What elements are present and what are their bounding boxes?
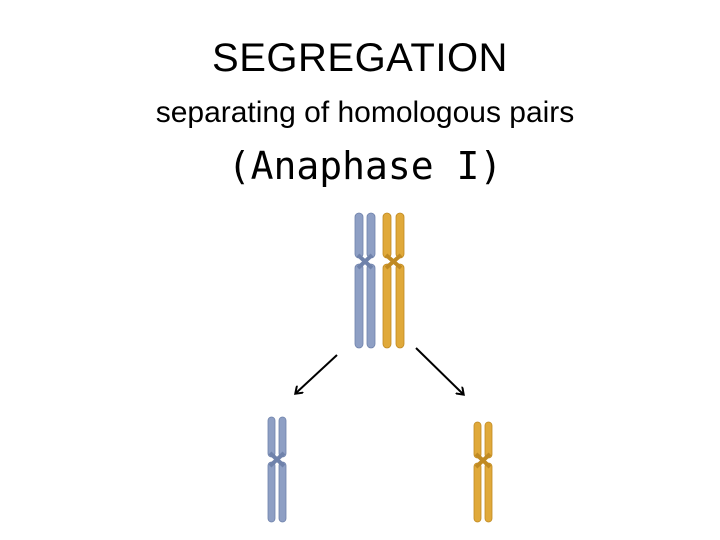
slide-title: SEGREGATION (212, 36, 508, 80)
homologous-pair-icon (354, 212, 405, 349)
arrow-down-right-icon (415, 347, 463, 394)
arrow-down-left-icon (296, 354, 338, 393)
gold-chromosome-icon (382, 212, 405, 349)
gold-chromosome-icon (473, 421, 493, 523)
blue-chromosome-icon (267, 416, 287, 523)
blue-chromosome-icon (354, 212, 376, 349)
phase-label: (Anaphase I) (227, 144, 503, 188)
slide-subtitle: separating of homologous pairs (155, 96, 575, 129)
